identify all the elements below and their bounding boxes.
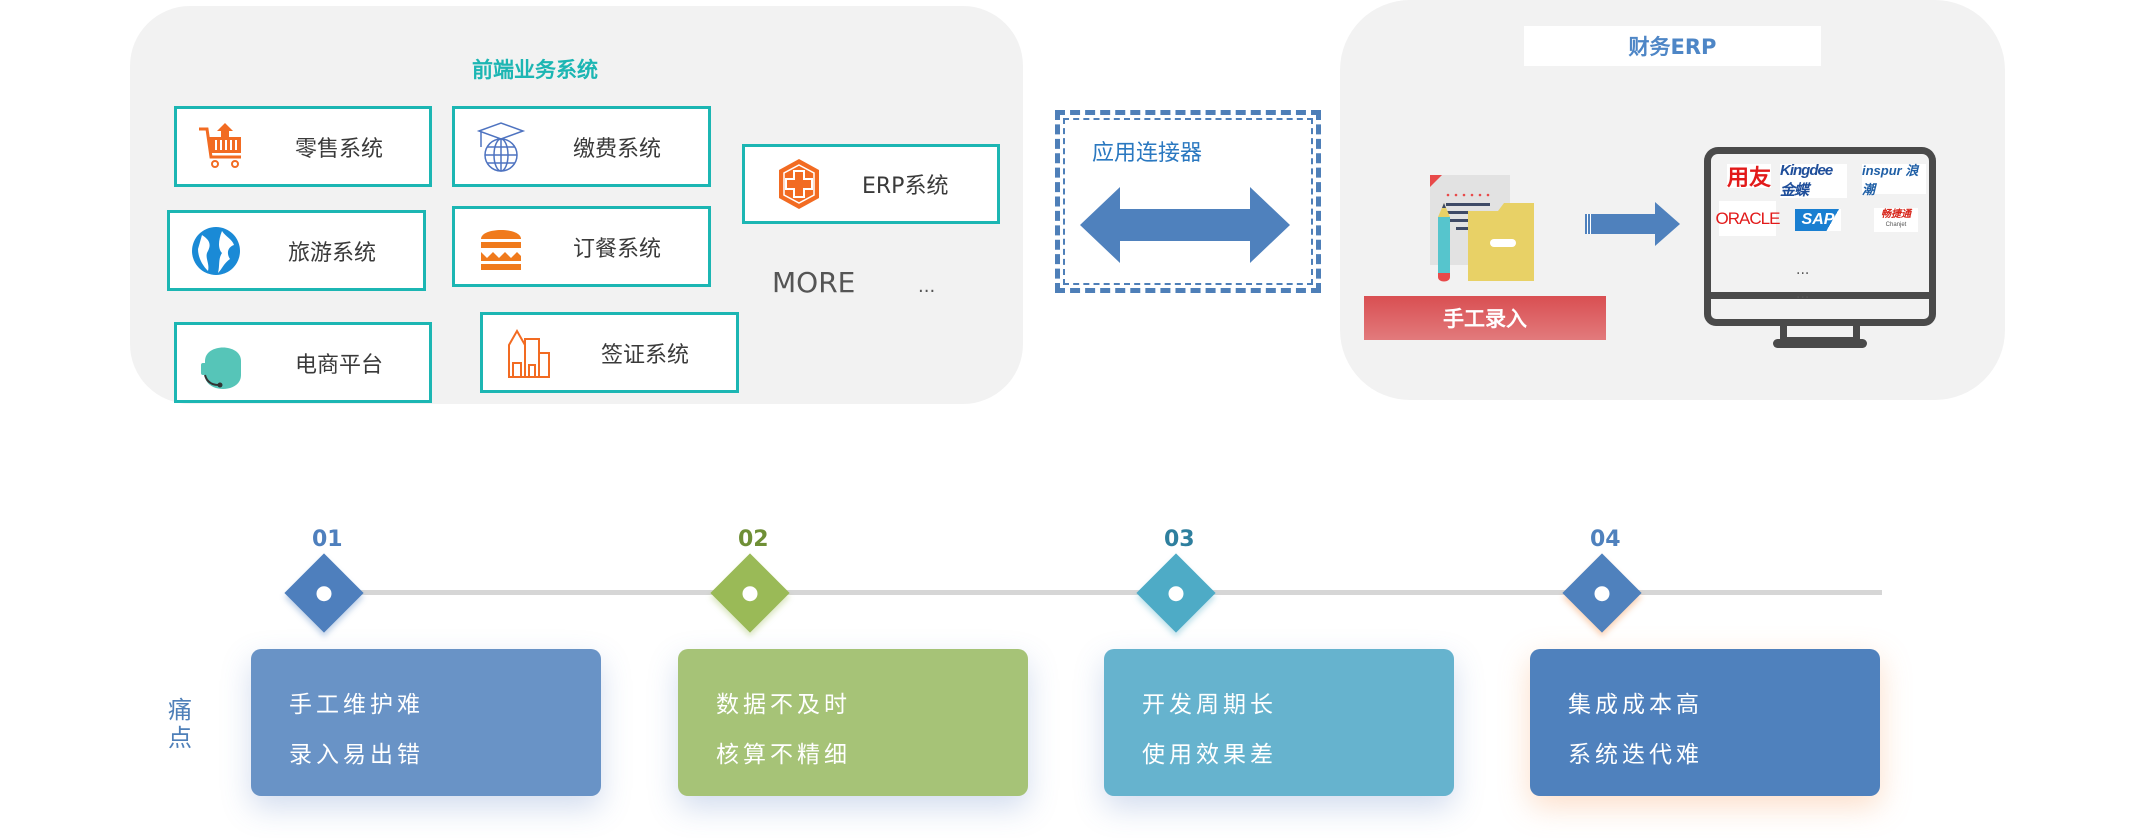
system-box-erp[interactable]: ERP系统: [742, 144, 1000, 224]
logo-oracle: ORACLE: [1716, 201, 1780, 236]
logo-chanjet: 畅捷通 Chanjet: [1874, 208, 1918, 232]
step-number-3: 03: [1164, 527, 1195, 552]
logo-inspur: inspur 浪潮: [1862, 163, 1926, 197]
monitor-base: [1704, 292, 1936, 326]
system-label: 旅游系统: [288, 240, 377, 266]
system-label: 缴费系统: [573, 136, 662, 162]
pain-card-2: 数据不及时 核算不精细: [678, 649, 1028, 796]
connector-border: [1063, 118, 1313, 285]
pain-card-line1: 手工维护难: [289, 692, 424, 718]
headset-agent-icon: [201, 347, 241, 389]
step-number-2: 02: [738, 527, 769, 552]
front-systems-title: 前端业务系统: [472, 58, 598, 82]
globe-icon: [192, 226, 240, 275]
step-diamond-3: [1136, 553, 1216, 633]
system-box-visa[interactable]: 签证系统: [480, 312, 739, 393]
logo-sap: SAP: [1795, 209, 1841, 231]
system-box-ecommerce[interactable]: 电商平台: [174, 322, 432, 403]
pain-card-line2: 系统迭代难: [1568, 742, 1703, 768]
app-connector-box: 应用连接器: [1055, 110, 1321, 293]
pain-card-4: 集成成本高 系统迭代难: [1530, 649, 1880, 796]
step-diamond-1: [284, 553, 364, 633]
step-number-1: 01: [312, 527, 343, 552]
double-arrow-icon: [1080, 187, 1290, 263]
building-icon: [508, 328, 550, 378]
diamond-dot: [739, 582, 761, 604]
diamond-dot: [1165, 582, 1187, 604]
step-diamond-4: [1562, 553, 1642, 633]
system-label: 订餐系统: [573, 236, 662, 262]
graduation-globe-icon: [476, 121, 526, 172]
more-label[interactable]: MORE: [772, 266, 856, 299]
monitor-foot: [1773, 339, 1867, 348]
base-ellipsis: ...: [1796, 286, 1810, 302]
timeline-line: [324, 590, 1882, 595]
logo-chanjet-en: Chanjet: [1885, 222, 1907, 228]
medical-cross-icon: [779, 159, 819, 209]
screen-ellipsis: ...: [1796, 262, 1810, 278]
burger-icon: [481, 229, 521, 270]
manual-entry-label: 手工录入: [1364, 296, 1606, 340]
shopping-cart-icon: [199, 122, 241, 168]
system-box-retail[interactable]: 零售系统: [174, 106, 432, 187]
pain-card-line1: 数据不及时: [716, 692, 851, 718]
step-number-4: 04: [1590, 527, 1621, 552]
document-folder-icon: [1430, 175, 1534, 282]
connector-title: 应用连接器: [1092, 141, 1203, 166]
system-box-payment[interactable]: 缴费系统: [452, 106, 711, 187]
pain-card-line2: 录入易出错: [289, 742, 424, 768]
pain-card-line1: 集成成本高: [1568, 692, 1703, 718]
finance-erp-title: 财务ERP: [1524, 26, 1821, 66]
diamond-dot: [313, 582, 335, 604]
pain-card-1: 手工维护难 录入易出错: [251, 649, 601, 796]
system-label: ERP系统: [862, 174, 949, 199]
pain-card-line2: 核算不精细: [716, 742, 851, 768]
logo-yonyou: 用友: [1727, 164, 1772, 190]
system-label: 电商平台: [295, 352, 384, 378]
right-arrow-icon: [1585, 202, 1680, 246]
more-ellipsis: ...: [918, 276, 936, 297]
step-diamond-2: [710, 553, 790, 633]
system-label: 零售系统: [295, 136, 384, 162]
system-label: 签证系统: [601, 342, 690, 368]
monitor-screen: [1704, 147, 1936, 297]
pain-points-label: 痛点: [168, 696, 192, 752]
diamond-dot: [1591, 582, 1613, 604]
pain-card-3: 开发周期长 使用效果差: [1104, 649, 1454, 796]
system-box-ordering[interactable]: 订餐系统: [452, 206, 711, 287]
pain-card-line1: 开发周期长: [1142, 692, 1277, 718]
system-box-travel[interactable]: 旅游系统: [167, 210, 426, 291]
pain-card-line2: 使用效果差: [1142, 742, 1277, 768]
logo-chanjet-cn: 畅捷通: [1881, 209, 1911, 220]
logo-kingdee: Kingdee 金蝶: [1780, 162, 1847, 199]
